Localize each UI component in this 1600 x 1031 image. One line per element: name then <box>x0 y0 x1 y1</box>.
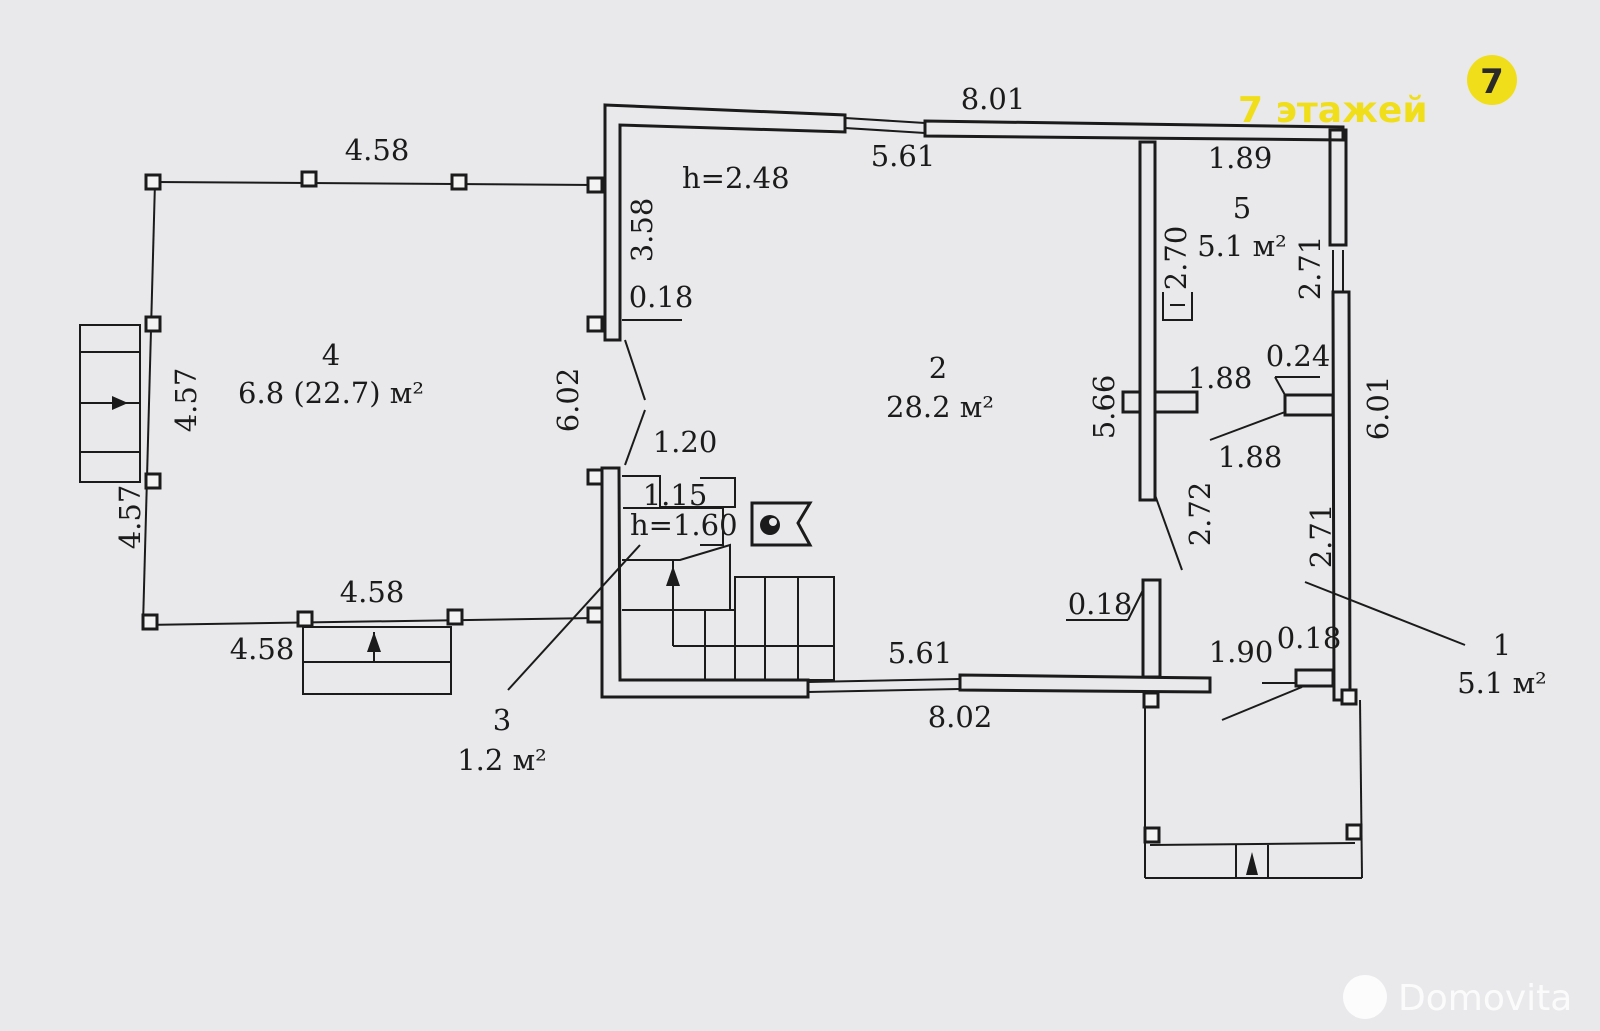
dim-r1-width: 1.88 <box>1218 440 1283 474</box>
terrace-post <box>141 613 159 631</box>
watermark-text: Domovita <box>1398 978 1572 1019</box>
room-1-area: 5.1 м² <box>1457 666 1547 700</box>
dim-stair-width: 1.20 <box>653 425 718 459</box>
room-1-number: 1 <box>1493 628 1511 662</box>
ceiling-height-stair: h=1.60 <box>630 508 738 542</box>
dim-top-right: 1.89 <box>1208 141 1273 175</box>
terrace-post <box>586 315 604 333</box>
stove-icon <box>760 515 780 535</box>
dim-terrace-bottom-outer: 4.58 <box>230 632 295 666</box>
logo-glyph: 7 <box>1480 62 1504 102</box>
terrace-post <box>144 315 162 333</box>
terrace-post <box>450 173 468 191</box>
terrace-post <box>300 170 318 188</box>
dim-stair-inner: 1.15 <box>643 478 708 512</box>
terrace-post <box>586 606 604 624</box>
dim-bottom-inner: 5.61 <box>888 636 953 670</box>
terrace-post <box>586 176 604 194</box>
stove <box>750 501 813 547</box>
room-2-number: 2 <box>929 351 947 385</box>
dim-partition-h: 5.66 <box>1087 375 1121 440</box>
terrace-post <box>586 468 604 486</box>
left-steps <box>79 324 141 483</box>
dim-bottom-outer: 8.02 <box>928 700 993 734</box>
step-arrow-icon <box>112 396 128 410</box>
dim-r5-h: 2.70 <box>1159 226 1193 291</box>
porch-post <box>1142 691 1160 709</box>
stair-arrow-icon <box>666 566 680 586</box>
room-5-area: 5.1 м² <box>1197 229 1287 263</box>
porch-post <box>1143 826 1161 844</box>
dim-top-outer: 8.01 <box>961 82 1026 116</box>
dim-left-inner: 6.02 <box>551 368 585 433</box>
porch <box>1142 688 1363 879</box>
dim-wall-thickness-bottom: 0.18 <box>1068 587 1133 621</box>
dim-terrace-left-outer: 4.57 <box>113 485 147 550</box>
porch-post <box>1345 823 1363 841</box>
seven-floors-logo-icon <box>1467 55 1517 105</box>
room-3-area: 1.2 м² <box>457 743 547 777</box>
room-4-number: 4 <box>322 338 340 372</box>
dim-wall-thickness-left: 0.18 <box>629 280 694 314</box>
dim-terrace-bottom: 4.58 <box>340 575 405 609</box>
terrace-post <box>144 173 162 191</box>
terrace-posts <box>141 170 604 631</box>
brand-logo: 7 этажей 7 <box>1238 55 1517 131</box>
room-3-number: 3 <box>493 703 511 737</box>
dim-wall-thickness-br: 0.18 <box>1277 621 1342 655</box>
dim-r1-h: 2.71 <box>1304 504 1338 569</box>
dim-r1-bottom: 1.90 <box>1209 635 1274 669</box>
dim-right-outer: 6.01 <box>1361 376 1395 441</box>
brand-text: 7 этажей <box>1238 90 1428 131</box>
step-arrow-icon <box>1246 852 1258 875</box>
room-2-area: 28.2 м² <box>886 390 994 424</box>
porch-post <box>1340 688 1358 706</box>
terrace-post <box>446 608 464 626</box>
step-arrow-icon <box>367 632 381 652</box>
bottom-steps <box>302 626 452 695</box>
terrace-post <box>144 472 162 490</box>
room-5-number: 5 <box>1233 191 1251 225</box>
terrace-post <box>296 610 314 628</box>
dim-left-wall-top: 3.58 <box>625 198 659 263</box>
dim-right-window: 2.71 <box>1293 236 1327 301</box>
terrace-outline <box>142 181 596 626</box>
dim-terrace-left: 4.57 <box>169 368 203 433</box>
ceiling-height-main: h=2.48 <box>682 161 790 195</box>
room-4-area: 6.8 (22.7) м² <box>238 376 424 410</box>
staircase <box>622 475 835 681</box>
watermark: Domovita <box>1343 975 1572 1019</box>
dim-terrace-top: 4.58 <box>345 133 410 167</box>
dim-top-inner: 5.61 <box>871 139 936 173</box>
storage-marker <box>1162 292 1193 321</box>
dim-r5-door: 1.88 <box>1188 361 1253 395</box>
door-swings <box>624 339 1303 721</box>
domovita-pin-icon <box>1343 975 1387 1019</box>
leader-lines <box>507 319 1466 691</box>
dim-wall-thickness-right: 0.24 <box>1266 339 1331 373</box>
dim-corridor-h: 2.72 <box>1183 482 1217 547</box>
